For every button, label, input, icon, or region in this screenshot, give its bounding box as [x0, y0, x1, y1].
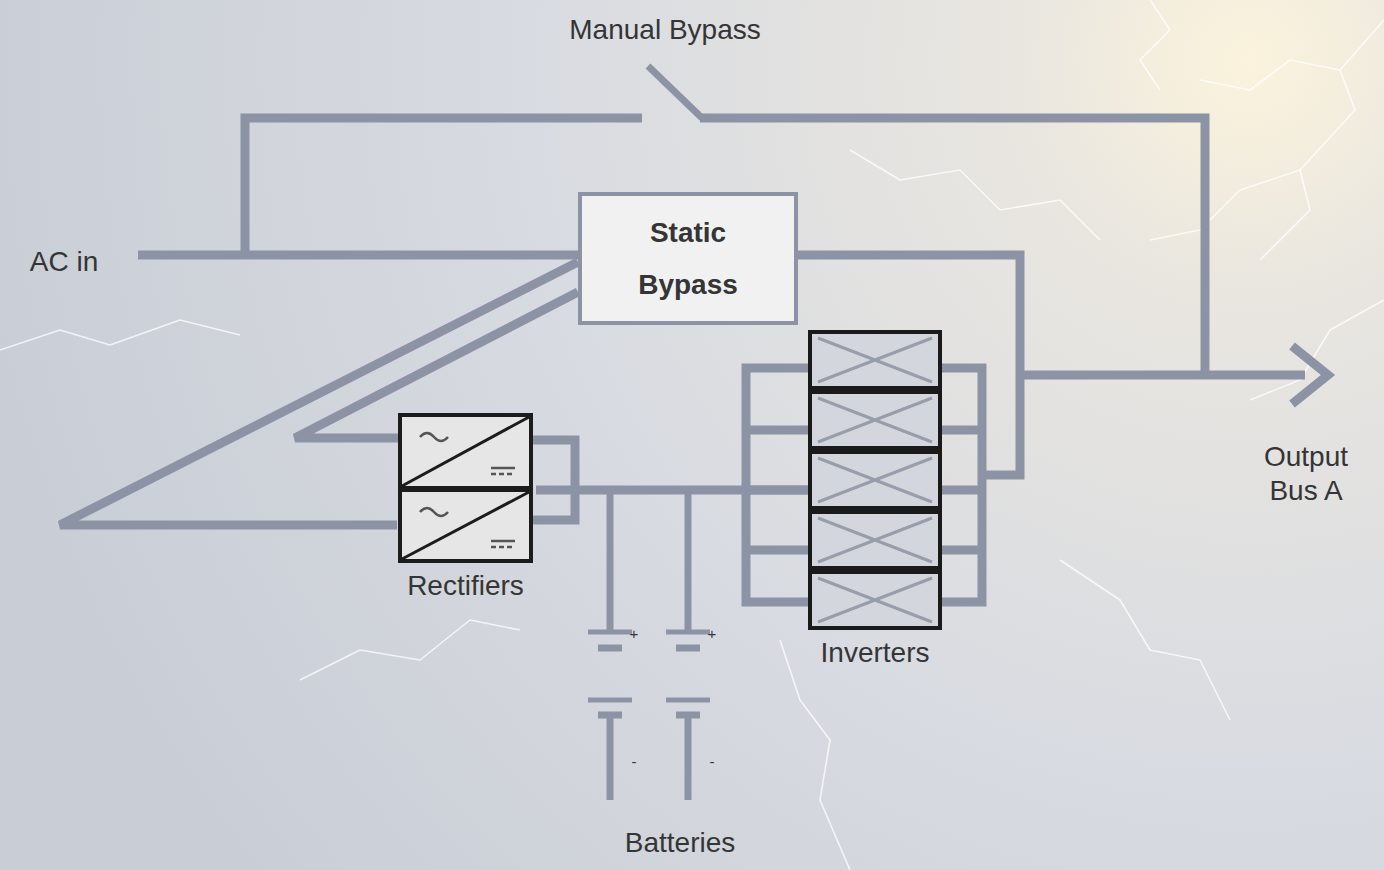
node-label: Rectifiers	[407, 569, 524, 603]
inverter-module	[810, 452, 940, 508]
inverter-frame	[746, 368, 982, 602]
switch-label: Manual Bypass	[569, 13, 760, 47]
ac-input-wire	[138, 251, 578, 260]
dc-symbol	[491, 467, 515, 470]
inverter-cross	[818, 518, 932, 562]
inverter-module	[810, 392, 940, 448]
inverter-module	[810, 512, 940, 568]
dc-symbol	[491, 540, 515, 543]
lightning-bolt	[300, 620, 520, 680]
polarity-mark: -	[710, 753, 715, 771]
battery-plate	[676, 645, 700, 652]
inverter-module	[810, 332, 940, 388]
rectifier-stack-shape	[398, 413, 533, 563]
inverter-cross	[818, 458, 932, 502]
output-label: Output Bus A	[1241, 440, 1371, 507]
inverter-stack-shape	[808, 330, 942, 630]
battery-plate	[588, 630, 632, 635]
rectifier-diagonal	[402, 492, 529, 559]
lightning-bolt	[1260, 20, 1384, 260]
input-label: AC in	[30, 245, 98, 279]
inverter-cross	[818, 398, 932, 442]
inverter-cross	[818, 518, 932, 562]
battery-plate	[666, 698, 710, 703]
polarity-mark: +	[630, 625, 639, 643]
battery-wire	[685, 715, 692, 800]
node-label: Static Bypass	[608, 207, 768, 311]
output-arrowhead	[1292, 346, 1328, 404]
node-label: Inverters	[821, 636, 930, 670]
ac-symbol	[420, 433, 448, 441]
battery-wire	[607, 715, 614, 800]
lightning-bolt	[1150, 170, 1300, 240]
inverter-cross	[818, 458, 932, 502]
power-wire	[60, 262, 578, 525]
static-bypass-output-wire	[798, 255, 1020, 475]
rectifier-module	[400, 490, 531, 561]
polarity-mark: +	[708, 625, 717, 643]
ac-symbol	[420, 508, 448, 516]
inverter-cross	[818, 578, 932, 622]
inverter-cross	[818, 578, 932, 622]
rectifier-symbols	[400, 415, 531, 561]
manual-bypass-switch-blade	[648, 66, 702, 118]
power-wire	[536, 486, 810, 495]
lightning-bolt	[850, 150, 1100, 240]
dc-symbol	[491, 546, 515, 549]
lightning-bolt	[1200, 60, 1340, 90]
static-bypass-box: Static Bypass	[578, 192, 798, 325]
inverter-cross	[818, 398, 932, 442]
battery-label: Batteries	[625, 826, 736, 860]
inverter-module	[810, 572, 940, 628]
battery-wire	[607, 490, 614, 632]
lightning-bolt	[1140, 0, 1170, 90]
polarity-mark: -	[632, 753, 637, 771]
dc-symbol	[491, 473, 515, 476]
inverter-cross	[818, 338, 932, 382]
rectifier-diagonal	[402, 417, 529, 486]
output-wire	[1016, 371, 1305, 380]
rectifier-output-bracket	[533, 440, 575, 520]
battery-symbols	[588, 490, 710, 800]
lightning-bolt	[780, 640, 850, 870]
battery-plate	[588, 698, 632, 703]
battery-wire	[685, 490, 692, 632]
lightning-bolt	[1060, 560, 1230, 720]
battery-plate	[598, 645, 622, 652]
battery-plate	[666, 630, 710, 635]
inverter-stack: Inverters	[808, 330, 942, 682]
inverter-cross	[818, 338, 932, 382]
inverter-symbols	[810, 332, 940, 628]
rectifier-stack: Rectifiers	[395, 413, 536, 608]
rectifier-module	[400, 415, 531, 488]
lightning-bolt	[0, 320, 240, 350]
